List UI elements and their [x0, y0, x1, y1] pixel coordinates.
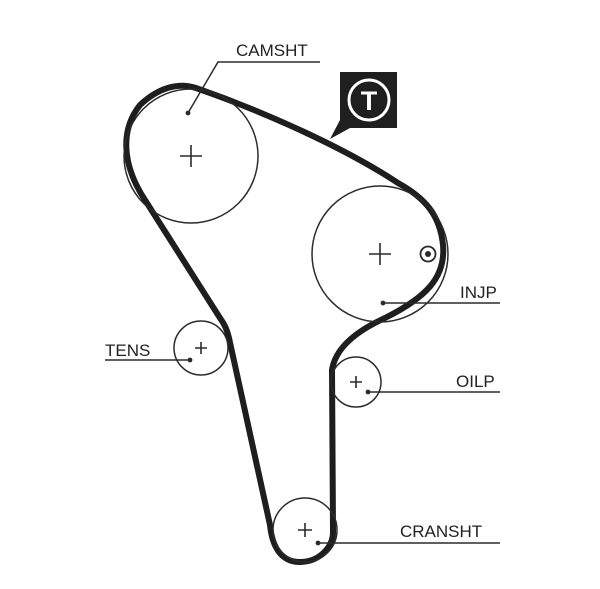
timing-belt: [123, 82, 447, 565]
injection-pump-pulley: [311, 185, 449, 323]
badge-letter: T: [361, 86, 378, 116]
tensioner-badge-icon: T: [330, 72, 397, 139]
camshaft-pulley: [123, 88, 259, 224]
camshaft-center-mark: [180, 145, 202, 167]
oil-pump-center-mark: [350, 376, 362, 388]
oil-pump-pulley: [330, 356, 382, 408]
crankshaft-center-mark: [298, 523, 312, 537]
crankshaft-pulley: [272, 497, 338, 563]
tensioner-label: TENS: [105, 341, 150, 360]
timing-pin-icon: [419, 245, 437, 263]
tensioner-center-mark: [195, 342, 207, 354]
oil-pump-label: OILP: [456, 372, 495, 391]
crankshaft-label: CRANSHT: [400, 522, 482, 541]
camshaft-leader-line: [187, 61, 320, 114]
tensioner-pulley: [173, 320, 229, 376]
camshaft-label: CAMSHT: [236, 41, 308, 60]
injection-pump-center-mark: [369, 243, 391, 265]
injection-pump-label: INJP: [460, 283, 497, 302]
